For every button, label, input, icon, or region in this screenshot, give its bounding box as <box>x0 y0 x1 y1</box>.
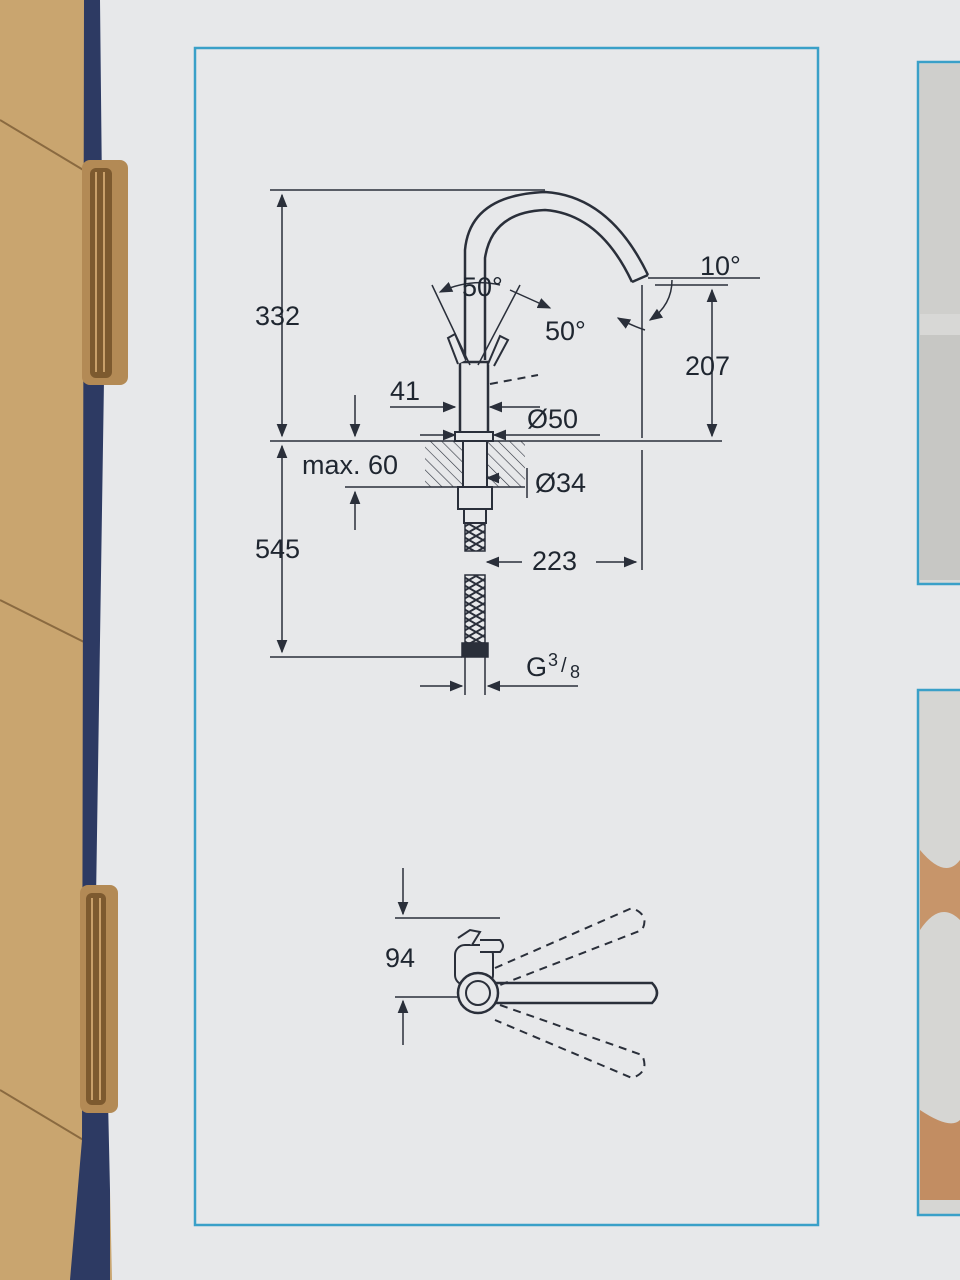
dim-thread-slash: / <box>561 655 567 677</box>
diagram-frame <box>193 46 820 1227</box>
dim-spout-tilt: 10° <box>700 251 741 281</box>
dim-height-332: 332 <box>255 301 300 331</box>
dim-handle-offset: 41 <box>390 376 420 406</box>
faucet-side-view <box>270 189 722 695</box>
adjacent-panel-bottom <box>916 688 960 1217</box>
dimension-lines <box>270 193 760 692</box>
dim-top-view-height: 94 <box>385 943 415 973</box>
dim-hose-length: 545 <box>255 534 300 564</box>
dim-spout-reach: 223 <box>532 546 577 576</box>
corrugated-tab-bottom <box>80 885 118 1113</box>
dim-base-diameter: Ø50 <box>527 404 578 434</box>
dim-spout-height: 207 <box>685 351 730 381</box>
adjacent-panel-top <box>916 60 960 586</box>
dim-lever-angle-right: 50° <box>545 316 586 346</box>
dim-hole-diameter: Ø34 <box>535 468 586 498</box>
dim-lever-angle-left: 50° <box>462 272 503 302</box>
dim-counter-thickness: max. 60 <box>302 450 398 480</box>
dim-thread-denominator: 8 <box>570 662 580 682</box>
faucet-top-view <box>395 868 659 1080</box>
corrugated-tab-top <box>82 160 128 385</box>
dim-thread-numerator: 3 <box>548 650 558 670</box>
cardboard-sheet <box>96 0 960 1280</box>
dim-connection-thread: G <box>526 652 547 682</box>
